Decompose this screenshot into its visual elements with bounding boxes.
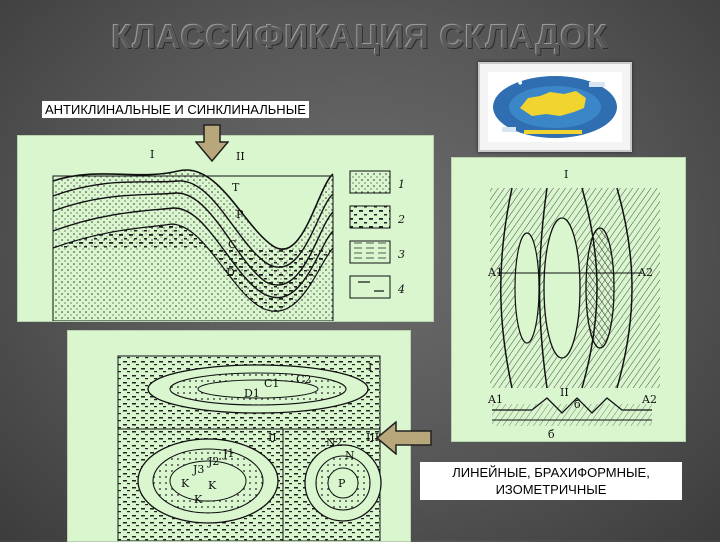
anticline-syncline-diagram: I II T P C D 1 2 3 4 — [17, 135, 434, 322]
legend-4: 4 — [397, 283, 405, 296]
slide-title: КЛАССИФИКАЦИЯ СКЛАДОК — [0, 18, 720, 56]
label-P: P — [236, 208, 244, 221]
label-P: P — [338, 477, 346, 490]
caption-line-1: ЛИНЕЙНЫЕ, БРАХИФОРМНЫЕ, — [420, 464, 682, 481]
label-A2-top: A2 — [637, 266, 653, 279]
label-K-2: K — [208, 479, 217, 492]
label-II: II — [560, 386, 569, 399]
label-K-3: K — [194, 493, 203, 506]
label-I: I — [564, 168, 568, 181]
logo-emblem: ● — [478, 62, 632, 152]
svg-text:●: ● — [518, 80, 523, 86]
label-J1: J1 — [222, 447, 234, 460]
legend-1: 1 — [398, 178, 405, 191]
label-C1: C1 — [264, 377, 279, 390]
legend-2: 2 — [397, 213, 405, 226]
caption-anticlinal-synclinal: АНТИКЛИНАЛЬНЫЕ И СИНКЛИНАЛЬНЫЕ — [42, 101, 309, 118]
caption-line-2: ИЗОМЕТРИЧНЫЕ — [420, 481, 682, 498]
label-II: II — [268, 431, 277, 444]
label-I: I — [368, 361, 372, 374]
label-K-1: K — [181, 477, 190, 490]
label-C: C — [228, 238, 236, 251]
legend-3: 3 — [398, 248, 405, 261]
down-arrow-icon — [195, 124, 229, 162]
label-T: T — [232, 181, 240, 194]
label-A1-profile: A1 — [487, 393, 503, 406]
label-A1-top: A1 — [487, 266, 503, 279]
label-D1: D1 — [244, 387, 260, 400]
label-N2: N2 — [326, 436, 343, 449]
label-b-lower: б — [548, 428, 555, 441]
label-N: N — [345, 449, 355, 462]
label-J3: J3 — [192, 463, 204, 476]
brachyform-isometric-diagram: I II III C1 C2 D1 J1 J2 J3 K K K N2 N P — [67, 330, 411, 542]
label-J2: J2 — [207, 455, 219, 468]
linear-folds-diagram: I A1 A2 II A1 A2 б б — [451, 157, 686, 442]
label-I: I — [150, 148, 154, 161]
label-C2: C2 — [296, 373, 311, 386]
label-b-upper: б — [574, 398, 581, 411]
label-D: D — [226, 266, 235, 279]
left-arrow-icon — [376, 421, 432, 455]
map-emblem-icon: ● — [488, 72, 622, 142]
label-A2-profile: A2 — [641, 393, 657, 406]
label-II: II — [236, 150, 245, 163]
caption-linear-brachyform-isometric: ЛИНЕЙНЫЕ, БРАХИФОРМНЫЕ, ИЗОМЕТРИЧНЫЕ — [420, 462, 682, 500]
